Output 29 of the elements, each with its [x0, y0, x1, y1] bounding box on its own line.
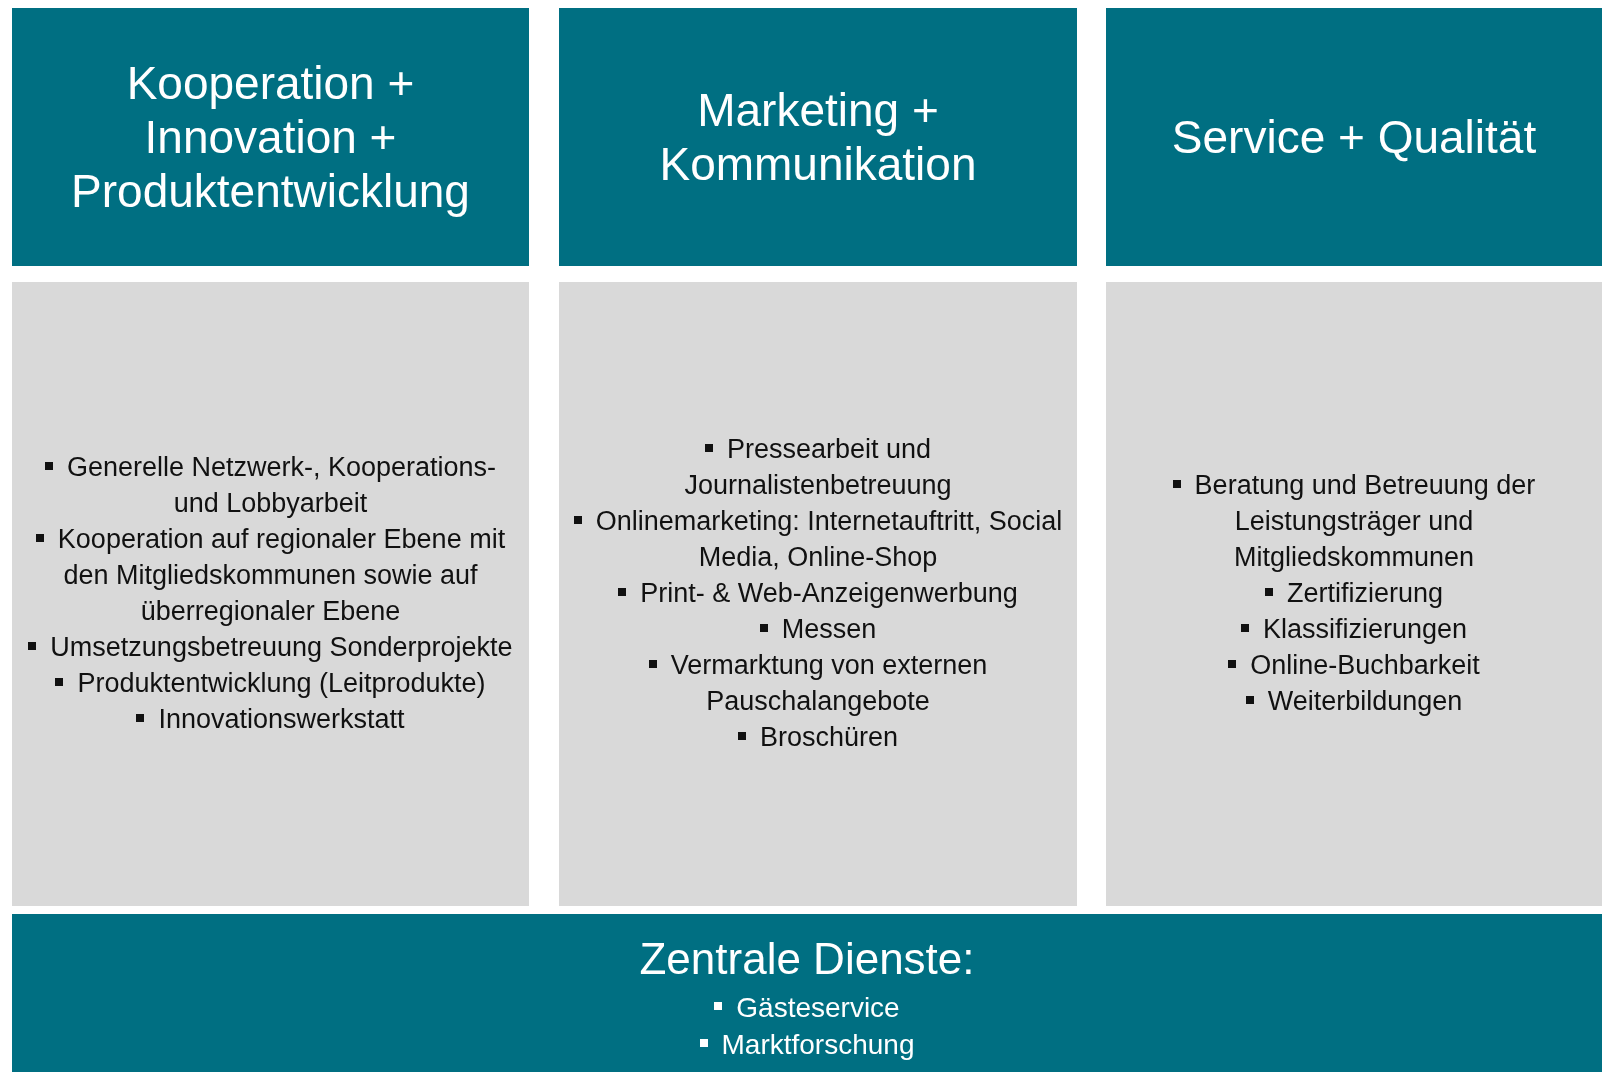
- bullet-item: Pressearbeit und Journalistenbetreuung: [573, 432, 1063, 505]
- bullet-item: Umsetzungsbetreuung Sonderprojekte: [28, 629, 513, 666]
- bullet-item: Produktentwicklung (Leitprodukte): [55, 665, 486, 702]
- bullet-item: Print- & Web-Anzeigenwerbung: [618, 576, 1018, 612]
- bullet-item: Generelle Netzwerk-, Kooperations- und Lobbyarbeit: [26, 450, 515, 523]
- content-box: [559, 282, 1077, 906]
- bullet-item: Broschüren: [737, 719, 899, 756]
- bullet-item: Innovationswerkstatt: [136, 701, 405, 738]
- column-heading: Kooperation + Innovation + Produktentwicklung: [70, 55, 471, 219]
- section-heading: Zentrale Dienste:: [639, 934, 975, 985]
- bullet-item: Beratung und Betreuung der Leistungsträger und Mitgliedskommunen: [1120, 468, 1588, 577]
- content-box: [12, 282, 529, 906]
- bullet-item: Kooperation auf regionaler Ebene mit den Mitgliedskommunen sowie auf überregionaler Ebene: [26, 522, 515, 630]
- bullet-item: Messen: [759, 611, 877, 648]
- column-heading: Service + Qualität: [1171, 109, 1537, 165]
- content-box: [1106, 282, 1602, 906]
- bullet-item: Klassifizierungen: [1240, 611, 1468, 648]
- header-box: [12, 8, 529, 266]
- bullet-item: Weiterbildungen: [1245, 683, 1463, 720]
- column-heading: Marketing + Kommunikation: [658, 82, 978, 192]
- bullet-item: Onlinemarketing: Internetauftritt, Social Media, Online-Shop: [573, 504, 1063, 577]
- footer-box: [12, 914, 1602, 1072]
- header-box: [1106, 8, 1602, 266]
- bullet-item: Online-Buchbarkeit: [1228, 647, 1480, 684]
- bullet-item: Marktforschung: [699, 1025, 915, 1064]
- header-box: [559, 8, 1077, 266]
- bullet-item: Vermarktung von externen Pauschalangebote: [573, 647, 1063, 720]
- bullet-item: Zertifizierung: [1264, 576, 1444, 612]
- bullet-item: Gästeservice: [714, 988, 900, 1026]
